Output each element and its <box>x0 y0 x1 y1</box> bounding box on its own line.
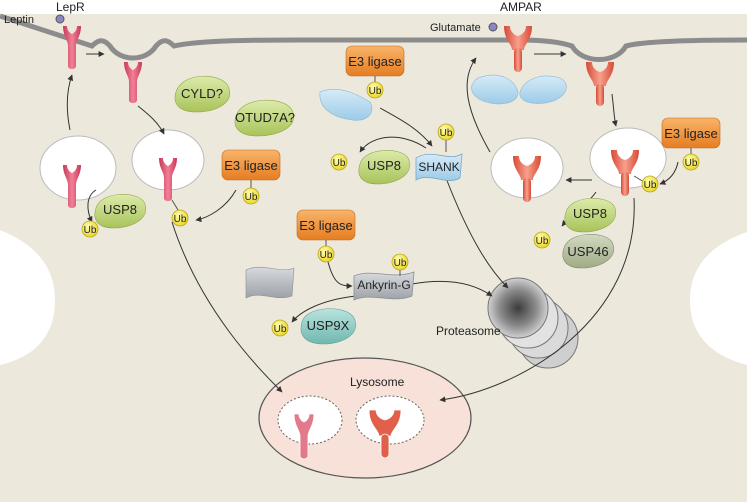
ampar-receptor <box>611 150 639 196</box>
ubiquitin: Ub <box>533 231 551 249</box>
lepr-receptor <box>63 26 81 69</box>
glutamate-molecule-icon <box>488 22 498 32</box>
ampar-label: AMPAR <box>500 0 542 14</box>
e3-ligase-top: E3 ligase <box>345 45 405 77</box>
e3-ligase-left: E3 ligase <box>221 149 281 181</box>
svg-text:Ub: Ub <box>369 86 382 97</box>
usp8-enzyme-mid: USP8 <box>358 149 411 185</box>
ubiquitin: Ub <box>317 245 335 263</box>
arrows <box>66 51 679 403</box>
usp8-label: USP8 <box>367 158 401 173</box>
otud7a-enzyme: OTUD7A? <box>234 99 295 137</box>
svg-text:Ub: Ub <box>245 192 258 203</box>
svg-text:Ub: Ub <box>333 158 346 169</box>
e3-ligase-label: E3 ligase <box>224 158 277 173</box>
ampar-receptor <box>504 26 532 72</box>
ubiquitin: Ub <box>366 81 384 99</box>
proteasome <box>487 277 579 369</box>
leptin-label: Leptin <box>4 14 34 26</box>
svg-text:Ub: Ub <box>84 225 97 236</box>
cyld-enzyme: CYLD? <box>174 75 230 113</box>
lysosome-label: Lysosome <box>350 375 405 389</box>
ubiquitin: Ub <box>242 187 260 205</box>
glutamate-label: Glutamate <box>430 22 481 34</box>
svg-text:Ub: Ub <box>644 180 657 191</box>
usp8-label: USP8 <box>103 202 137 217</box>
e3-ligase-label: E3 ligase <box>664 126 717 141</box>
usp9x-enzyme: USP9X <box>300 308 357 345</box>
cyld-label: CYLD? <box>181 86 223 101</box>
scaffold-protein <box>519 75 567 104</box>
shank-scaffold: SHANK <box>415 153 463 181</box>
ubiquitin: Ub <box>171 209 189 227</box>
ankyrin-g-scaffold: Ankyrin-G <box>353 271 415 301</box>
ubiquitin: Ub <box>641 175 659 193</box>
lepr-receptor <box>63 165 81 208</box>
ankyrin-scaffold <box>245 266 295 299</box>
lepr-receptor <box>124 62 142 103</box>
ampar-receptor <box>513 156 541 202</box>
svg-text:Ub: Ub <box>440 128 453 139</box>
ampar-receptor <box>586 62 614 106</box>
ankyrin-g-label: Ankyrin-G <box>357 278 410 292</box>
ubiquitin: Ub <box>437 123 455 141</box>
usp8-label: USP8 <box>573 206 607 221</box>
lepr-label: LepR <box>56 0 85 14</box>
e3-ligase-label: E3 ligase <box>348 54 401 69</box>
ubiquitin: Ub <box>271 319 289 337</box>
e3-ligase-right: E3 ligase <box>661 117 721 149</box>
degraded-ampar <box>368 409 402 459</box>
e3-ligase-label: E3 ligase <box>299 218 352 233</box>
usp8-enzyme-left: USP8 <box>94 193 147 229</box>
ubiquitin: Ub <box>682 153 700 171</box>
svg-text:Ub: Ub <box>174 214 187 225</box>
scaffold-protein <box>471 74 519 105</box>
usp46-label: USP46 <box>567 244 608 259</box>
svg-text:Ub: Ub <box>536 236 549 247</box>
plasma-membrane <box>0 13 747 62</box>
ubiquitin: Ub <box>330 153 348 171</box>
ubiquitin: Ub <box>391 253 409 271</box>
otud7a-label: OTUD7A? <box>235 110 295 125</box>
scaffold-protein <box>319 89 373 121</box>
svg-text:Ub: Ub <box>685 158 698 169</box>
svg-text:Ub: Ub <box>274 324 287 335</box>
svg-text:Ub: Ub <box>320 250 333 261</box>
usp8-enzyme-right: USP8 <box>564 197 617 233</box>
proteasome-label: Proteasome <box>436 324 501 338</box>
ubiquitin: Ub <box>81 220 99 238</box>
usp9x-label: USP9X <box>307 318 350 333</box>
shank-label: SHANK <box>418 160 459 174</box>
e3-ligase-center: E3 ligase <box>296 209 356 241</box>
ubiquitin-set: Ub Ub Ub Ub Ub Ub Ub Ub Ub Ub Ub Ub <box>81 81 700 337</box>
lepr-receptor <box>159 158 177 201</box>
leptin-molecule-icon <box>55 14 65 24</box>
usp46-enzyme: USP46 <box>562 233 615 269</box>
svg-text:Ub: Ub <box>394 258 407 269</box>
degraded-lepr <box>293 413 315 460</box>
